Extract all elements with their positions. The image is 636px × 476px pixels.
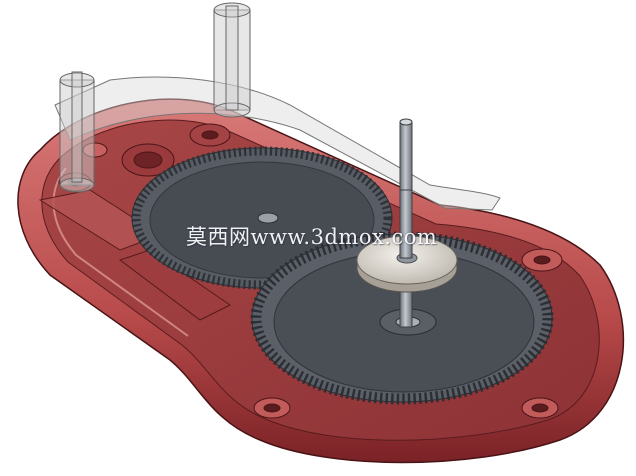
transparent-post-right [213,2,251,118]
transparent-bracket [54,76,501,211]
mounting-bosses [253,248,563,419]
transparent-post-left [59,71,95,193]
watermark-text: 莫西网www.3dmox.com [186,225,438,249]
washer-disc [356,189,458,293]
